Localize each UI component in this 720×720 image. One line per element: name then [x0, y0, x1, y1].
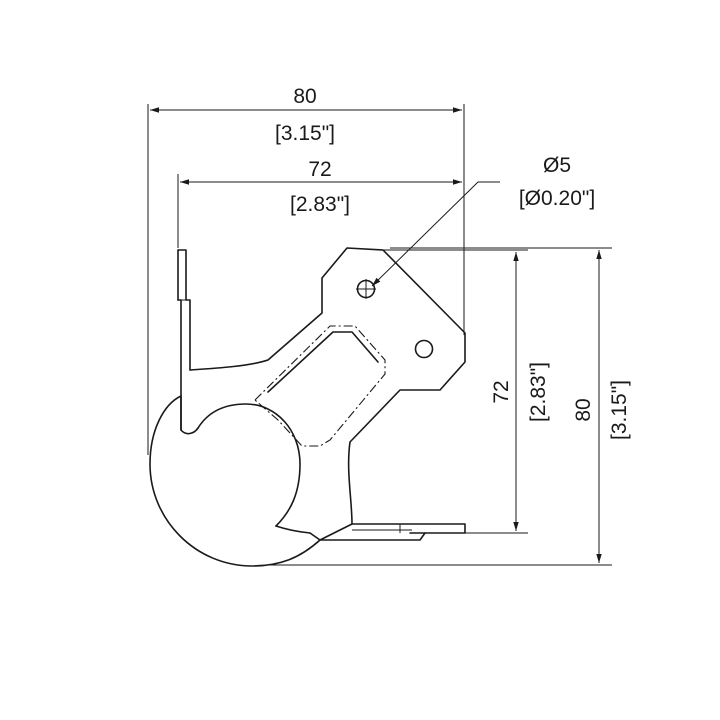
dim-inner-height-in: [2.83"]	[527, 362, 550, 422]
dim-inner-width-mm: 72	[308, 158, 331, 181]
dim-inner-height-mm: 72	[490, 380, 513, 403]
dim-top-width-in: [3.15"]	[275, 122, 335, 145]
leader-line-hole	[371, 181, 500, 287]
ball-corner-part	[149, 247, 466, 567]
dim-inner-width-in: [2.83"]	[290, 193, 350, 216]
dim-total-height-mm: 80	[572, 398, 595, 421]
dim-top-width-mm: 80	[293, 85, 316, 108]
dim-hole-dia-in: [Ø0.20"]	[519, 187, 595, 210]
dim-total-height-in: [3.15"]	[608, 380, 631, 440]
extension-lines	[147, 104, 612, 566]
hole-lower	[414, 339, 434, 359]
dim-hole-dia-mm: Ø5	[543, 154, 571, 177]
